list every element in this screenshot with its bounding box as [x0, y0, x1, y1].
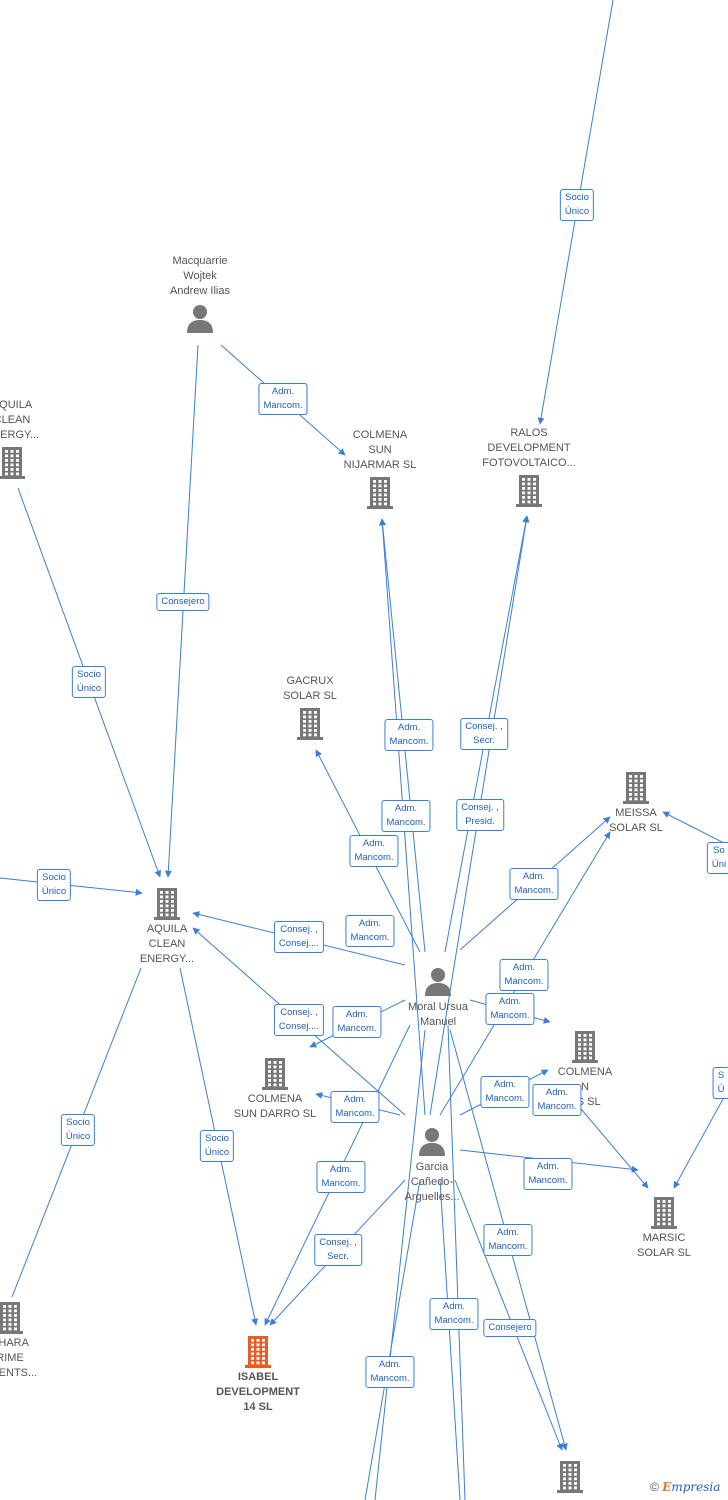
node-macquarrie[interactable]: Macquarrie Wojtek Andrew Ilias — [145, 254, 255, 337]
node-label: GACRUX SOLAR SL — [283, 675, 337, 702]
edge-label[interactable]: Adm. Mancom. — [499, 959, 549, 991]
building-icon — [651, 1197, 677, 1229]
edge-label[interactable]: Consej. , Consej.... — [273, 921, 325, 953]
building-icon — [572, 1031, 598, 1063]
edge-label[interactable]: Consej. , Secr. — [460, 718, 508, 750]
node-label: AHARA RIME TMENTS... — [0, 1337, 38, 1379]
node-aquila-mid[interactable]: AQUILA CLEAN ENERGY... — [112, 884, 222, 967]
edge-label[interactable]: Consejero — [156, 593, 210, 611]
edge-label[interactable]: S Ú — [712, 1067, 728, 1099]
edge-label[interactable]: Adm. Mancom. — [485, 993, 535, 1025]
node-label: MEISSA SOLAR SL — [609, 807, 663, 834]
edge-label[interactable]: Socio Único — [559, 189, 595, 221]
building-icon — [0, 447, 25, 479]
node-aquila-top[interactable]: AQUILA CLEAN ENERGY... — [0, 398, 67, 481]
node-sahara[interactable]: AHARA RIME TMENTS... — [0, 1298, 65, 1381]
person-icon — [187, 305, 213, 333]
edge-label[interactable]: Consej. , Secr. — [314, 1234, 362, 1266]
node-meissa[interactable]: MEISSA SOLAR SL — [581, 768, 691, 836]
brand-logo-letter: E — [662, 1480, 672, 1494]
edge-line-26 — [454, 1179, 563, 1451]
building-icon — [262, 1058, 288, 1090]
edge-label[interactable]: Consej. , Consej.... — [273, 1004, 325, 1036]
edge-label[interactable]: Adm. Mancom. — [509, 868, 559, 900]
node-isabel[interactable]: ISABEL DEVELOPMENT 14 SL — [203, 1332, 313, 1415]
edge-line-31 — [662, 811, 728, 846]
edge-label[interactable]: Adm. Mancom. — [349, 835, 399, 867]
building-icon — [623, 772, 649, 804]
edge-label[interactable]: Adm. Mancom. — [330, 1091, 380, 1123]
node-label: MARSIC SOLAR SL — [637, 1232, 691, 1259]
edge-label[interactable]: Adm. Mancom. — [316, 1161, 366, 1193]
building-icon — [154, 888, 180, 920]
edge-line-2 — [164, 344, 199, 878]
node-label: Macquarrie Wojtek Andrew Ilias — [170, 255, 230, 297]
edge-label[interactable]: Socio Único — [71, 666, 107, 698]
edge-label[interactable]: Adm. Mancom. — [532, 1084, 582, 1116]
edge-label[interactable]: Adm. Mancom. — [483, 1224, 533, 1256]
building-icon — [245, 1336, 271, 1368]
edge-label[interactable]: Socio Único — [36, 869, 72, 901]
node-gacrux[interactable]: GACRUX SOLAR SL — [255, 674, 365, 742]
node-colmena-darro[interactable]: COLMENA SUN DARRO SL — [220, 1054, 330, 1122]
edge-label[interactable]: Socio Único — [199, 1130, 235, 1162]
edge-label[interactable]: So Úni — [706, 842, 728, 874]
node-garcia[interactable]: Garcia Cañedo- Arguelles... — [377, 1122, 487, 1205]
edge-label[interactable]: Adm. Mancom. — [258, 383, 308, 415]
node-label: COLMENA SUN DARRO SL — [233, 1093, 317, 1120]
edge-label[interactable]: Adm. Mancom. — [429, 1298, 479, 1330]
edge-label[interactable]: Adm. Mancom. — [523, 1158, 573, 1190]
node-colmena-nijarmar[interactable]: COLMENA SUN NIJARMAR SL — [325, 428, 435, 511]
node-label: AQUILA CLEAN ENERGY... — [139, 923, 195, 965]
node-label: RALOS DEVELOPMENT FOTOVOLTAICO... — [482, 427, 576, 469]
person-icon — [425, 968, 451, 996]
node-bottom-company[interactable] — [515, 1457, 625, 1495]
node-ralos[interactable]: RALOS DEVELOPMENT FOTOVOLTAICO... — [474, 426, 584, 509]
edge-line-4 — [0, 877, 143, 896]
edge-label[interactable]: Consej. , Presid. — [456, 799, 504, 831]
edge-label[interactable]: Adm. Mancom. — [345, 915, 395, 947]
building-icon — [297, 708, 323, 740]
building-icon — [367, 477, 393, 509]
edge-label[interactable]: Adm. Mancom. — [332, 1006, 382, 1038]
node-marsic[interactable]: MARSIC SOLAR SL — [609, 1193, 719, 1261]
node-colmena-right[interactable]: COLMENA N ES SL — [530, 1027, 640, 1110]
edge-label[interactable]: Adm. Mancom. — [480, 1076, 530, 1108]
building-icon — [516, 475, 542, 507]
empresia-watermark: © Empresia — [650, 1480, 720, 1494]
node-label: Garcia Cañedo- Arguelles... — [404, 1161, 460, 1203]
edge-label[interactable]: Adm. Mancom. — [381, 800, 431, 832]
node-moral[interactable]: Moral Ursua Manuel — [383, 962, 493, 1030]
person-icon — [419, 1128, 445, 1156]
node-label: AQUILA CLEAN ENERGY... — [0, 399, 40, 441]
edge-line-30 — [447, 1024, 466, 1500]
building-icon — [557, 1461, 583, 1493]
edge-line-27 — [439, 1179, 461, 1500]
edge-line-29 — [374, 1029, 426, 1500]
node-label: Moral Ursua Manuel — [408, 1001, 468, 1028]
building-icon — [0, 1302, 23, 1334]
edge-label[interactable]: Adm. Mancom. — [384, 719, 434, 751]
node-label: COLMENA N ES SL — [557, 1066, 613, 1108]
brand-logo-text: mpresia — [671, 1480, 721, 1494]
edge-line-24 — [673, 1089, 728, 1189]
node-label: ISABEL DEVELOPMENT 14 SL — [216, 1371, 300, 1413]
edge-label[interactable]: Socio Único — [60, 1114, 96, 1146]
edge-label[interactable]: Adm. Mancom. — [365, 1356, 415, 1388]
edge-label[interactable]: Consejero — [483, 1319, 537, 1337]
copyright-symbol: © — [650, 1480, 659, 1494]
node-label: COLMENA SUN NIJARMAR SL — [343, 429, 417, 471]
